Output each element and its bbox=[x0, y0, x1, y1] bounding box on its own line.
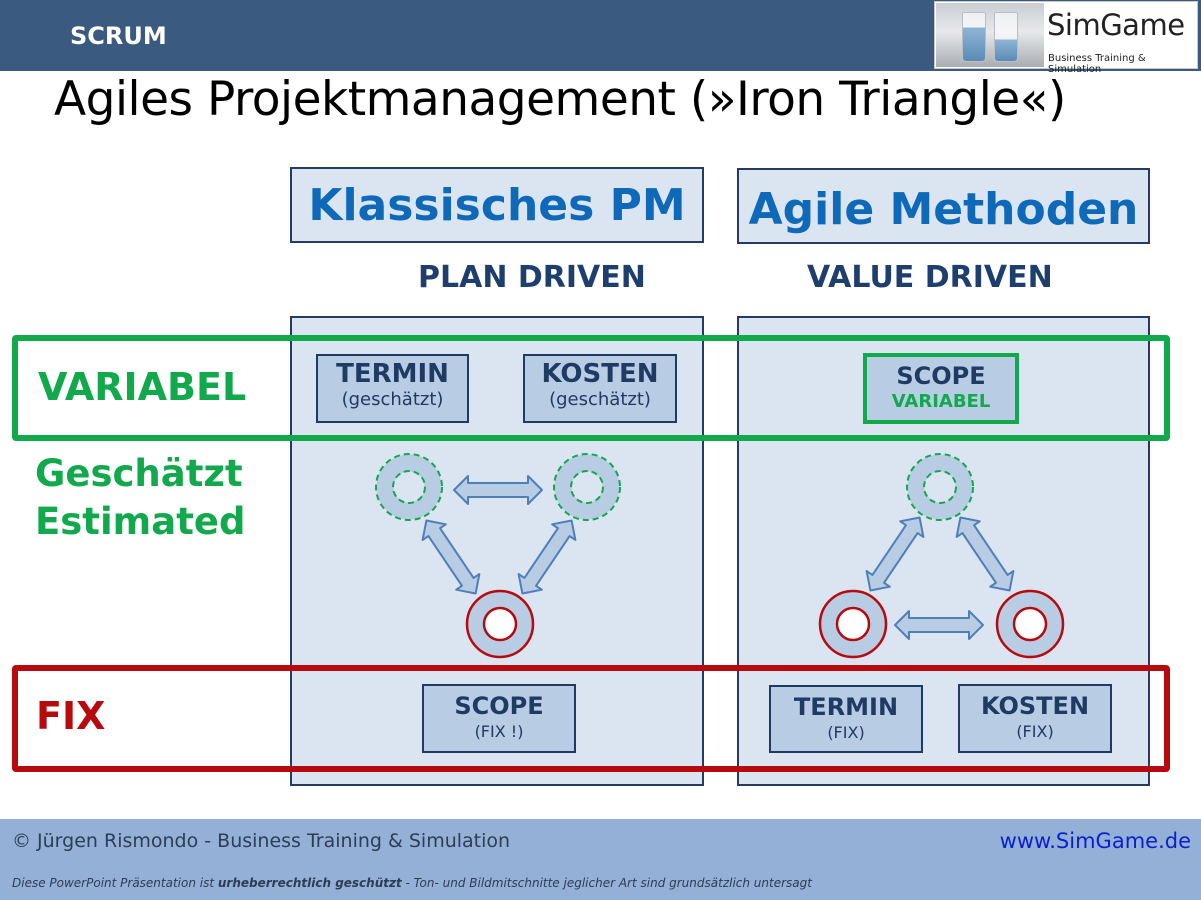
fixed-ring-kosten bbox=[997, 591, 1063, 657]
fixed-ring-scope bbox=[467, 591, 533, 657]
double-arrow-icon bbox=[454, 476, 542, 504]
double-arrow-icon bbox=[511, 513, 583, 602]
fixed-ring-termin bbox=[820, 591, 886, 657]
classic-triangle bbox=[376, 454, 620, 657]
footer: © Jürgen Rismondo - Business Training & … bbox=[0, 819, 1201, 900]
footer-legal-notice: Diese PowerPoint Präsentation ist urhebe… bbox=[12, 876, 812, 890]
double-arrow-icon bbox=[895, 611, 983, 639]
estimated-ring-scope bbox=[907, 454, 973, 520]
legal-emphasis: urheberrechtlich geschützt bbox=[218, 876, 402, 890]
double-arrow-icon bbox=[415, 513, 487, 602]
legal-text: - Ton- und Bildmitschnitte jeglicher Art… bbox=[402, 876, 812, 890]
estimated-label-en: Estimated bbox=[35, 498, 245, 546]
estimated-ring-kosten bbox=[554, 454, 620, 520]
double-arrow-icon bbox=[859, 510, 931, 599]
footer-copyright: © Jürgen Rismondo - Business Training & … bbox=[12, 830, 510, 852]
estimated-ring-termin bbox=[376, 454, 442, 520]
fix-row-band bbox=[12, 665, 1170, 772]
footer-website-link[interactable]: www.SimGame.de bbox=[1000, 829, 1191, 853]
double-arrow-icon bbox=[949, 510, 1021, 599]
legal-text: Diese PowerPoint Präsentation ist bbox=[12, 876, 218, 890]
estimated-label-de: Geschätzt bbox=[35, 450, 245, 498]
agile-triangle bbox=[820, 454, 1063, 657]
fix-label: FIX bbox=[36, 694, 105, 738]
variable-label: VARIABEL bbox=[38, 365, 246, 409]
estimated-label: Geschätzt Estimated bbox=[35, 450, 245, 546]
